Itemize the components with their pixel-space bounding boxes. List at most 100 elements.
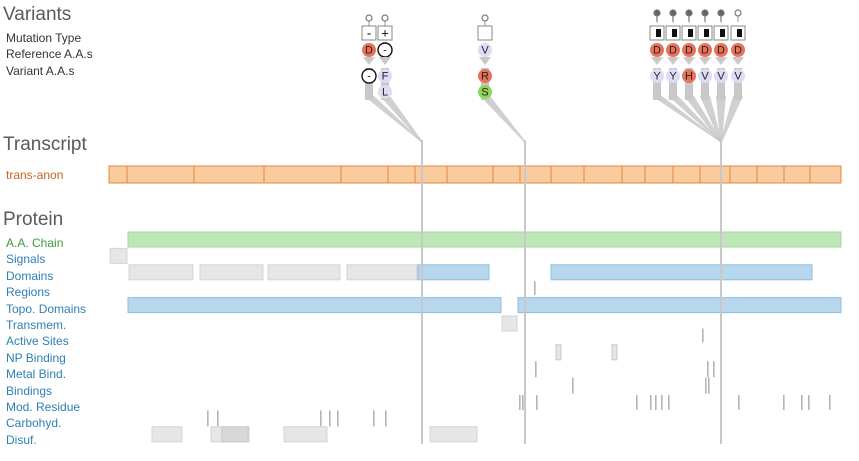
ref-aa-circle-label: D xyxy=(669,45,677,57)
var-aa-circle xyxy=(478,69,492,83)
ref-aa-circle-label: D xyxy=(653,45,661,57)
var-aa-circle-label: H xyxy=(685,71,693,83)
carbohydrate-mark xyxy=(207,410,209,427)
stem-ball xyxy=(701,9,709,17)
var-aa-circle-label: Y xyxy=(669,71,677,83)
variant-caret xyxy=(732,57,744,65)
stem-ball xyxy=(481,14,489,22)
track-label-domains[interactable]: Domains xyxy=(6,268,54,283)
mod-residue-mark xyxy=(668,395,670,410)
variant-caret xyxy=(479,57,491,65)
protein-title: Protein xyxy=(3,209,64,230)
track-label-a-a-chain[interactable]: A.A. Chain xyxy=(6,236,64,250)
var-aa-circle xyxy=(698,69,712,83)
connector-fan xyxy=(480,96,526,142)
var-aa-circle-label: V xyxy=(701,71,709,83)
stem-ball xyxy=(734,9,742,17)
carbohydrate-mark xyxy=(217,410,219,427)
disulfide-bond xyxy=(221,426,249,443)
stem-ball xyxy=(653,9,661,17)
transcript-bar xyxy=(108,165,842,184)
var-aa-circle-label: V xyxy=(734,71,742,83)
transcript-label[interactable]: trans-anon xyxy=(6,168,64,182)
track-label-carbohyd[interactable]: Carbohyd. xyxy=(6,416,62,431)
domain-blue xyxy=(417,264,490,281)
mutation-type-substitution-fill xyxy=(685,29,693,37)
mutation-type-substitution-fill xyxy=(653,29,661,37)
domain-grey xyxy=(346,264,418,281)
connector-fan xyxy=(720,96,743,142)
chain-bar xyxy=(127,231,842,248)
var-aa-circle xyxy=(731,69,745,83)
track-label-metal-bind[interactable]: Metal Bind. xyxy=(6,367,67,382)
ref-aa-circle-label: D xyxy=(365,45,373,57)
ref-aa-circle-label: D xyxy=(685,45,693,57)
mutation-type-substitution-fill-light xyxy=(653,29,656,37)
mutation-type-substitution-fill-light xyxy=(669,29,672,37)
variant-caret xyxy=(651,57,663,65)
ref-aa-circle xyxy=(698,43,712,57)
variant-aa-label: Variant A.A.s xyxy=(6,64,75,78)
mutation-type-substitution-fill-light xyxy=(717,29,720,37)
domain-grey xyxy=(128,264,194,281)
carbohydrate-mark xyxy=(373,410,375,427)
track-label-disuf[interactable]: Disuf. xyxy=(6,432,37,447)
stem-ball xyxy=(669,9,677,17)
disulfide-bond xyxy=(151,426,183,443)
variant-caret xyxy=(363,57,375,65)
carbohydrate-mark xyxy=(337,410,339,427)
var-aa-circle xyxy=(650,69,664,83)
stem-ball xyxy=(365,14,373,22)
ref-aa-circle xyxy=(682,43,696,57)
variant-caret xyxy=(699,57,711,65)
mutation-type-label: Mutation Type xyxy=(6,31,82,45)
track-label-transmem[interactable]: Transmem. xyxy=(6,318,67,332)
track-label-mod-residue[interactable]: Mod. Residue xyxy=(6,400,81,414)
ref-aa-circle-label: - xyxy=(383,45,387,57)
ref-aa-circle-label: D xyxy=(701,45,709,57)
mutation-type-insertion xyxy=(377,25,393,41)
ref-aa-circle xyxy=(478,43,492,57)
connector-fan xyxy=(668,96,722,142)
var-aa-circle-label: V xyxy=(717,71,725,83)
mutation-type-substitution-fill xyxy=(701,29,709,37)
track-label-regions[interactable]: Regions xyxy=(6,285,51,300)
track-label-signals[interactable]: Signals xyxy=(6,252,46,267)
reference-aa-label: Reference A.A.s xyxy=(6,47,93,61)
var-aa-circle xyxy=(682,69,696,83)
metal-bind-mark xyxy=(707,361,709,378)
var-aa-circle-label: L xyxy=(382,87,388,99)
binding-mark xyxy=(705,377,707,394)
var-aa-circle xyxy=(478,85,492,99)
mutation-type-substitution-fill-light xyxy=(701,29,704,37)
binding-mark xyxy=(708,377,710,394)
track-label-np-binding[interactable]: NP Binding xyxy=(6,350,66,365)
carbohydrate-mark xyxy=(320,410,322,427)
track-label-active-sites[interactable]: Active Sites xyxy=(6,334,69,349)
mutation-type-insertion-label: + xyxy=(381,26,389,41)
stem-ball xyxy=(381,14,389,22)
signal-feature xyxy=(109,247,128,264)
mod-residue-mark xyxy=(522,395,524,410)
ref-aa-circle-label: V xyxy=(481,45,489,57)
connector-fan xyxy=(364,96,423,142)
track-label-topo-domains[interactable]: Topo. Domains xyxy=(6,301,87,316)
track-label-bindings[interactable]: Bindings xyxy=(6,383,53,398)
mod-residue-mark xyxy=(801,395,803,410)
region-mark xyxy=(534,281,536,296)
active-site-mark xyxy=(702,328,704,343)
mod-residue-mark xyxy=(636,395,638,410)
var-aa-circle-label: S xyxy=(481,87,488,99)
mutation-type-deletion-label: - xyxy=(367,26,371,41)
variant-connectors xyxy=(364,68,743,444)
mutation-type-substitution-fill-light xyxy=(734,29,737,37)
mutation-type-substitution-fill xyxy=(734,29,742,37)
ref-aa-circle xyxy=(666,43,680,57)
topo-domain xyxy=(127,297,502,314)
domain-grey xyxy=(267,264,341,281)
np-binding xyxy=(555,344,562,361)
var-aa-circle xyxy=(714,69,728,83)
var-aa-circle-label: - xyxy=(367,71,371,83)
domain-grey xyxy=(199,264,264,281)
